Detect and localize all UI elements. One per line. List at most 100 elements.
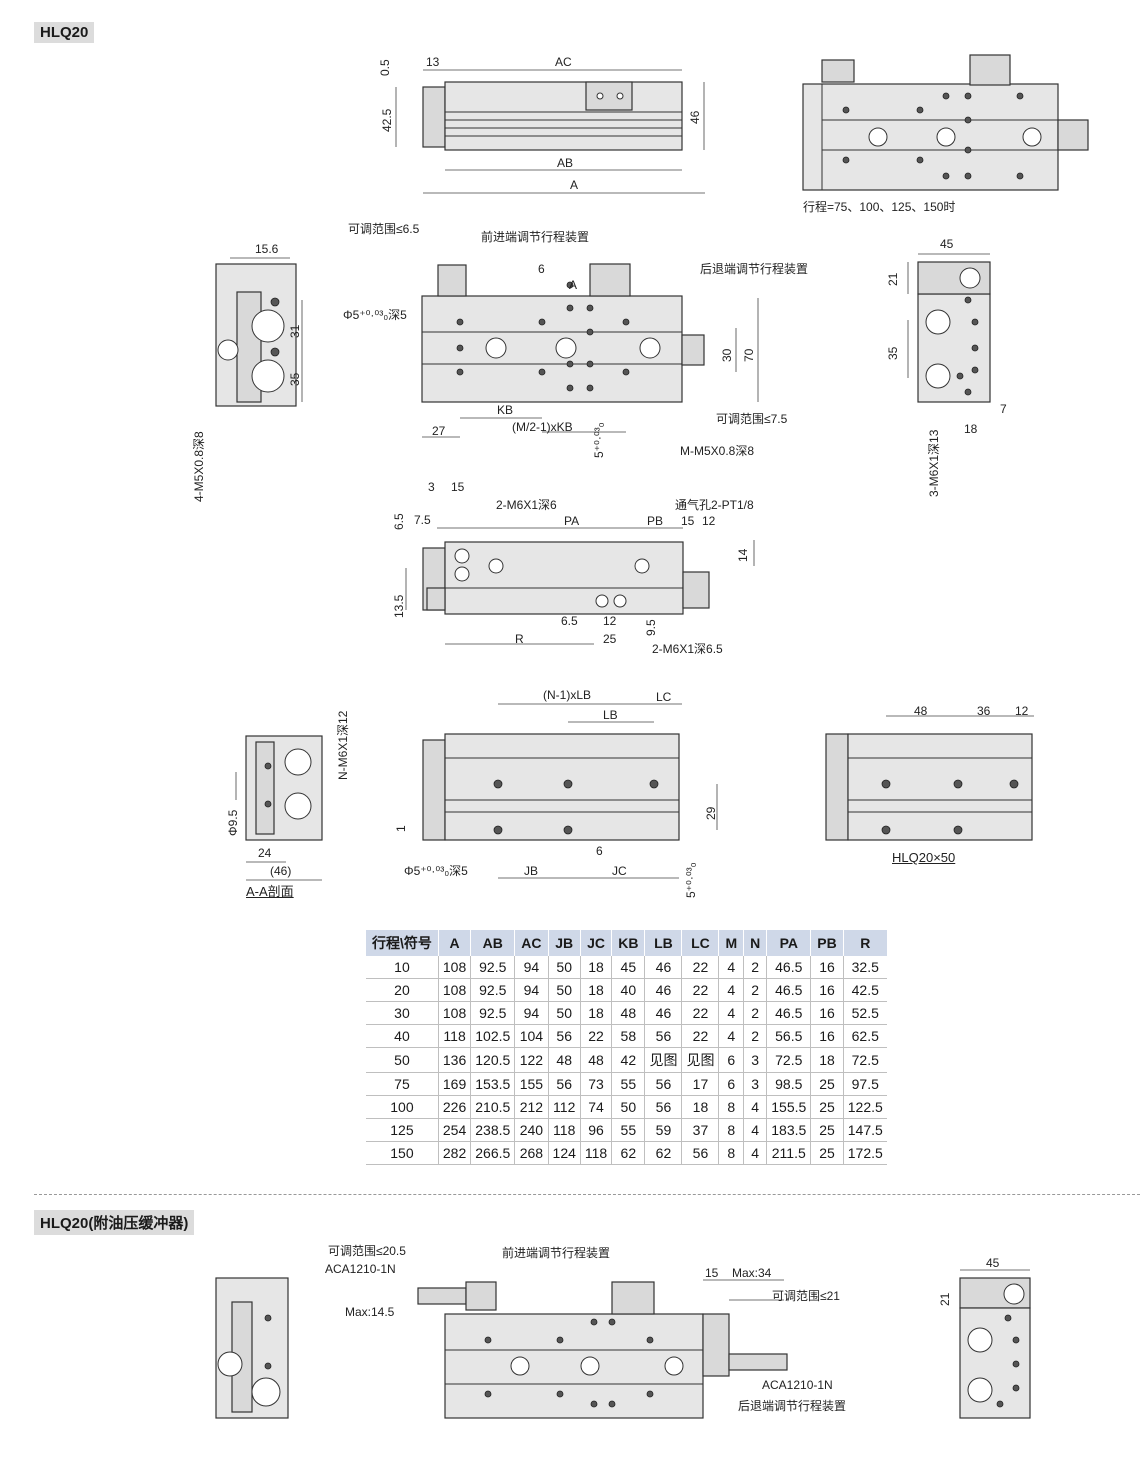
table-cell: 见图	[644, 1047, 683, 1073]
table-cell: 50	[366, 1047, 439, 1073]
table-header-cell: M	[718, 930, 745, 956]
table-cell: 92.5	[470, 1001, 516, 1025]
dim-label: 6	[596, 844, 603, 858]
thread-label: N-M6X1深12	[336, 710, 350, 780]
dim-label: JC	[612, 864, 627, 878]
table-cell: 17	[681, 1072, 720, 1096]
adjust-range-label: 可调范围≤6.5	[348, 222, 420, 236]
table-header-cell: 行程\符号	[366, 930, 439, 956]
table-cell: 25	[810, 1141, 844, 1165]
table-cell: 42	[611, 1047, 646, 1073]
dim-label: 48	[914, 704, 928, 718]
table-cell: 72.5	[766, 1047, 812, 1073]
damper-model-label: ACA1210-1N	[325, 1262, 396, 1276]
dim-label: 12	[603, 614, 617, 628]
table-cell: 108	[438, 956, 472, 979]
dim-label: 15	[451, 480, 465, 494]
table-cell: 45	[611, 956, 646, 979]
table-cell: 48	[548, 1047, 581, 1073]
table-header-cell: JC	[580, 930, 613, 956]
table-header-cell: KB	[611, 930, 646, 956]
table-cell: 16	[810, 978, 844, 1002]
front-adjust-label: 前进端调节行程装置	[481, 230, 590, 244]
table-cell: 169	[438, 1072, 472, 1096]
damper-model-label: ACA1210-1N	[762, 1378, 833, 1392]
table-cell: 254	[438, 1118, 472, 1142]
table-cell: 59	[644, 1118, 683, 1142]
table-cell: 46	[644, 956, 683, 979]
thread-label: 3-M6X1深13	[927, 429, 941, 497]
side-view	[405, 527, 755, 645]
rear-adjust-label: 后退端调节行程装置	[700, 262, 809, 276]
table-cell: 266.5	[470, 1141, 516, 1165]
top-front-view	[395, 69, 705, 194]
section-divider	[34, 1194, 1140, 1195]
mid-end-view-left	[215, 257, 303, 407]
dim-label: 15	[705, 1266, 719, 1280]
table-cell: 10	[366, 956, 439, 979]
table-cell: 118	[580, 1141, 613, 1165]
dim-label: AC	[555, 55, 572, 69]
table-header-cell: N	[743, 930, 768, 956]
table-cell: 55	[611, 1118, 646, 1142]
table-cell: 172.5	[843, 1141, 887, 1165]
pin-hole-label: Φ5⁺⁰·⁰³₀深5	[404, 864, 468, 878]
table-cell: 37	[681, 1118, 720, 1142]
table-cell: 48	[611, 1001, 646, 1025]
dim-label: 13	[426, 55, 440, 69]
dim-label: PB	[647, 514, 664, 528]
top-plan-view	[802, 54, 1089, 191]
bottom-main-view	[422, 703, 718, 879]
table-cell: 46.5	[766, 956, 812, 979]
dim-label: KB	[497, 403, 514, 417]
vent-label: 通气孔2-PT1/8	[675, 498, 754, 512]
table-cell: 46.5	[766, 1001, 812, 1025]
table-cell: 22	[681, 1001, 720, 1025]
table-cell: 18	[580, 1001, 613, 1025]
dim-label: 14	[736, 548, 750, 562]
dim-label: 45	[986, 1256, 1000, 1270]
table-cell: 50	[611, 1095, 646, 1119]
dim-label: 46	[688, 110, 702, 124]
section-view-a-a	[235, 735, 323, 881]
dim-label: 5⁺⁰·⁰³₀	[592, 422, 606, 458]
section-mark: A	[569, 278, 578, 292]
table-cell: 94	[514, 978, 549, 1002]
table-cell: 92.5	[470, 978, 516, 1002]
dim-label: 12	[1015, 704, 1029, 718]
table-cell: 122.5	[843, 1095, 887, 1119]
damper-end-view-left	[215, 1277, 289, 1419]
table-cell: 40	[366, 1024, 439, 1048]
table-cell: 150	[366, 1141, 439, 1165]
table-cell: 212	[514, 1095, 549, 1119]
table-cell: 56	[644, 1072, 683, 1096]
dim-label: 30	[720, 348, 734, 362]
table-cell: 25	[810, 1118, 844, 1142]
dim-label: 0.5	[378, 59, 392, 76]
table-cell: 46	[644, 978, 683, 1002]
table-header-cell: JB	[548, 930, 581, 956]
dim-label: 1	[394, 825, 408, 832]
table-cell: 8	[718, 1095, 745, 1119]
dim-label: 24	[258, 846, 272, 860]
table-cell: 6	[718, 1072, 745, 1096]
table-cell: 97.5	[843, 1072, 887, 1096]
table-cell: 4	[718, 978, 745, 1002]
damper-end-view-right	[959, 1269, 1031, 1419]
table-cell: 94	[514, 1001, 549, 1025]
dim-label: (46)	[270, 864, 292, 878]
table-cell: 136	[438, 1047, 472, 1073]
table-cell: 46.5	[766, 978, 812, 1002]
table-cell: 98.5	[766, 1072, 812, 1096]
mid-end-view-right	[907, 253, 991, 403]
section-title: HLQ20	[34, 22, 95, 43]
table-cell: 62.5	[843, 1024, 887, 1048]
section-title-damper: HLQ20(附油压缓冲器)	[34, 1210, 195, 1235]
table-cell: 62	[611, 1141, 646, 1165]
dim-label: 25	[603, 632, 617, 646]
table-cell: 50	[548, 1001, 581, 1025]
